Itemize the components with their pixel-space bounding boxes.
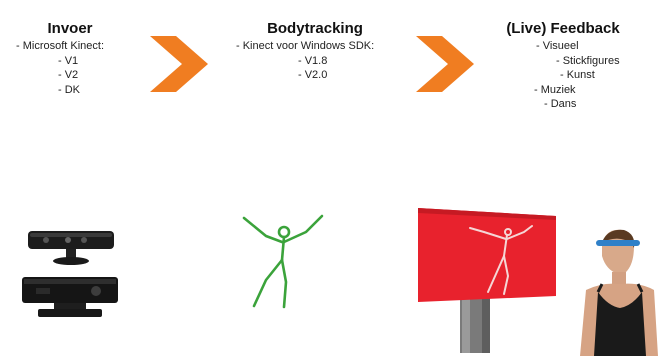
list-item: - V2 — [0, 68, 140, 83]
chevron-arrow-icon — [150, 36, 210, 92]
list-item: - Dans — [488, 97, 638, 112]
list-item: - V2.0 — [220, 68, 410, 83]
list-item: - Muziek — [488, 83, 638, 98]
list-item: - Stickfigures — [488, 54, 638, 69]
list-item: - V1 — [0, 54, 140, 69]
kinect-sensors-image — [18, 225, 123, 325]
stick-figure-drawing — [236, 210, 331, 310]
kinect-v2-sensor — [22, 277, 118, 317]
billboard-display — [418, 208, 558, 353]
list-item: - V1.8 — [220, 54, 410, 69]
column-invoer: Invoer - Microsoft Kinect: - V1 - V2 - D… — [0, 20, 140, 97]
column-title-bodytracking: Bodytracking — [220, 20, 410, 37]
dancer-with-headset-photo — [572, 226, 668, 356]
column-title-feedback: (Live) Feedback — [488, 20, 638, 37]
list-item: - Kunst — [488, 68, 638, 83]
kinect-v1-sensor — [28, 231, 114, 265]
chevron-arrow-icon — [416, 36, 476, 92]
list-item: - Visueel — [488, 39, 638, 54]
column-title-invoer: Invoer — [0, 20, 140, 37]
column-bodytracking: Bodytracking - Kinect voor Windows SDK: … — [220, 20, 410, 83]
list-item: - Microsoft Kinect: — [0, 39, 140, 54]
list-item: - Kinect voor Windows SDK: — [220, 39, 410, 54]
column-feedback: (Live) Feedback - Visueel - Stickfigures… — [488, 20, 638, 112]
list-item: - DK — [0, 83, 140, 98]
